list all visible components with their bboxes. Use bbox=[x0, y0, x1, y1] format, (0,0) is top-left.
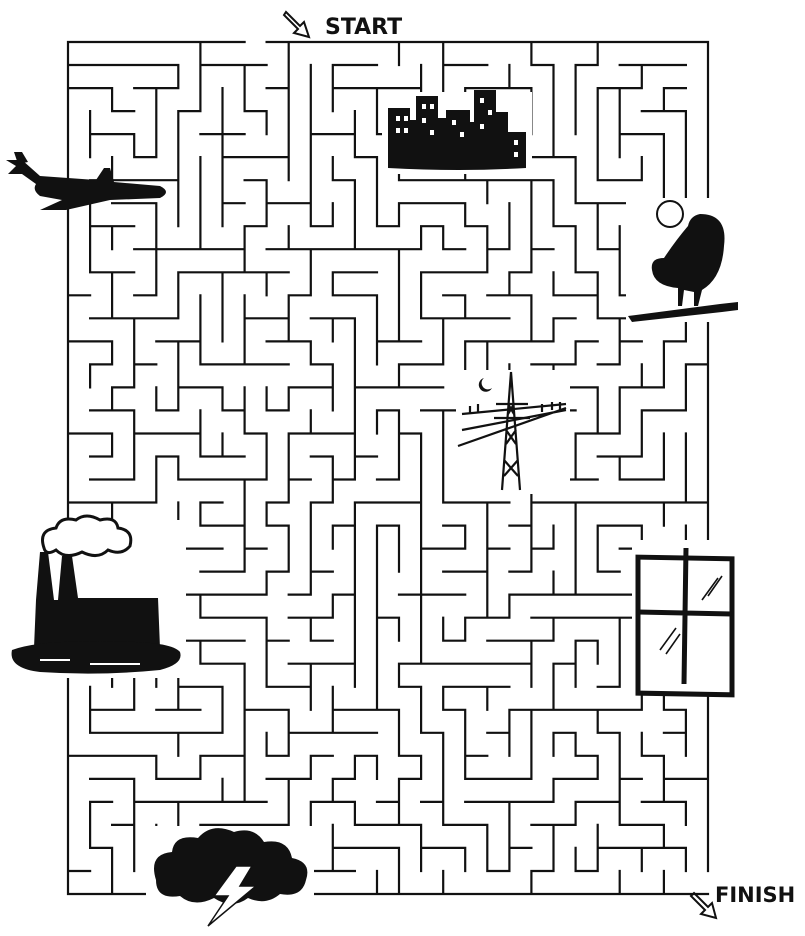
moon-icon bbox=[478, 378, 492, 392]
finish-arrow-icon bbox=[689, 891, 718, 920]
start-label: START bbox=[325, 15, 402, 40]
finish-label: FINISH bbox=[715, 883, 795, 907]
owl-icon bbox=[628, 214, 738, 322]
finish-marker: FINISH bbox=[689, 883, 795, 920]
window-icon bbox=[632, 540, 738, 698]
start-arrow-icon bbox=[282, 10, 311, 39]
airplane-icon bbox=[6, 152, 166, 210]
storm-cloud-icon bbox=[146, 826, 314, 930]
start-marker: START bbox=[282, 10, 402, 40]
owl-scene bbox=[626, 198, 738, 322]
moon-icon bbox=[656, 200, 684, 228]
factory-icon bbox=[4, 514, 186, 678]
city-skyline-icon bbox=[382, 90, 532, 174]
power-tower-scene bbox=[456, 370, 570, 494]
lightning-bolt-icon bbox=[207, 865, 259, 927]
power-tower-icon bbox=[457, 371, 567, 491]
